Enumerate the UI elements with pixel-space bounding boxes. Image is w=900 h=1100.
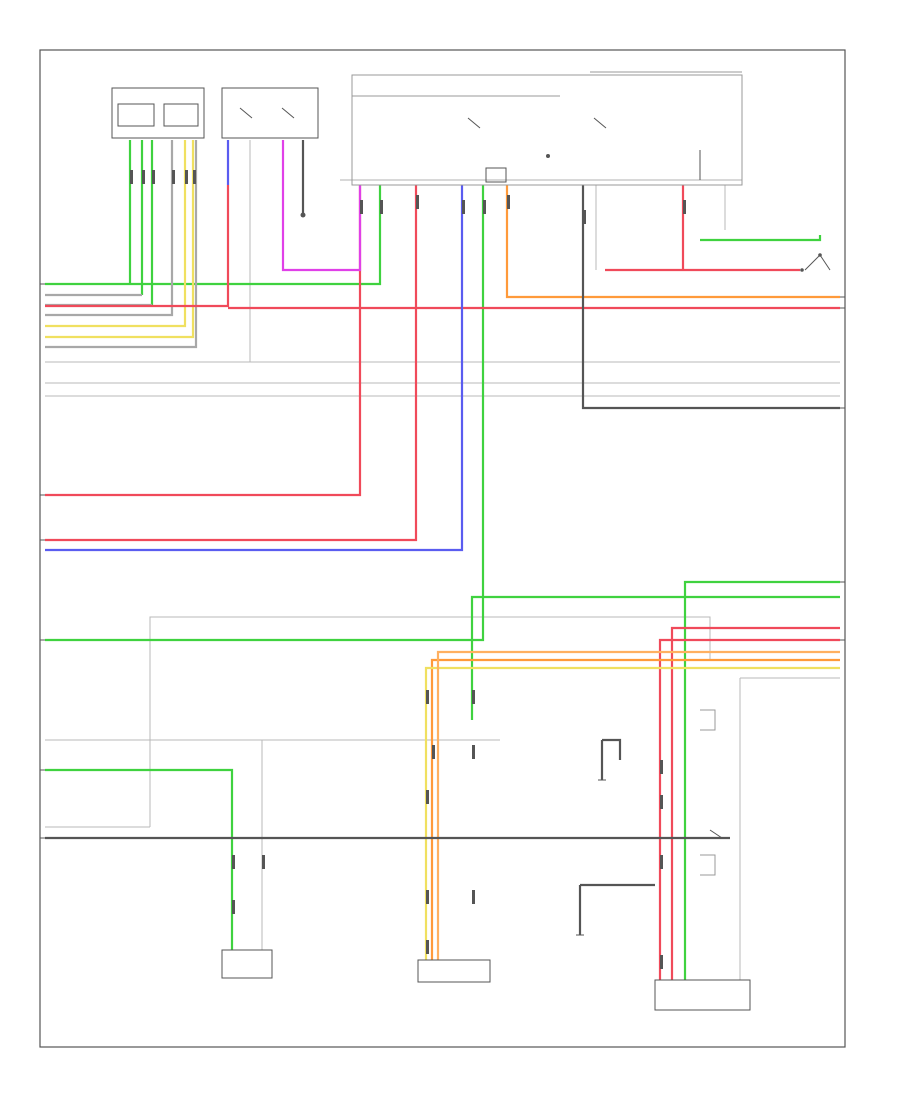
right-switch (800, 253, 831, 272)
diagram-frame (39, 49, 846, 1048)
left-bottom-sensor (221, 949, 273, 979)
relay-box (340, 71, 743, 186)
top-left-module (111, 87, 205, 139)
right-relay-box (699, 96, 743, 180)
mid-bottom-sensor (417, 959, 491, 983)
thin-lines (45, 140, 840, 980)
ground-symbols (576, 779, 606, 936)
terminal-stubs (40, 283, 845, 839)
wires (45, 140, 840, 980)
right-bottom-module (654, 709, 751, 1011)
connector-markers (130, 170, 686, 969)
top-mid-switch (221, 87, 319, 218)
